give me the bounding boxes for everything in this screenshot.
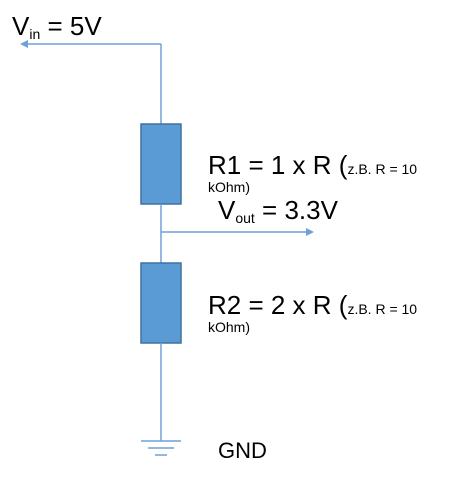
r2-unit: kOhm) xyxy=(208,319,250,335)
r1-main: R1 = 1 x R ( xyxy=(208,150,348,180)
r2-main: R2 = 2 x R ( xyxy=(208,290,348,320)
vin-subscript: in xyxy=(29,26,41,42)
gnd-label: GND xyxy=(218,438,267,463)
resistor-r1 xyxy=(140,123,182,205)
r1-example: z.B. R = 10 xyxy=(347,161,418,177)
resistor-r2 xyxy=(140,262,182,344)
vout-subscript: out xyxy=(235,210,255,226)
r2-example: z.B. R = 10 xyxy=(347,301,418,317)
vin-symbol: V xyxy=(12,11,30,41)
r1-unit: kOhm) xyxy=(208,179,250,195)
ground-symbol xyxy=(141,440,181,456)
vout-value: = 3.3V xyxy=(254,195,338,225)
r1-label: R1 = 1 x R (z.B. R = 10 xyxy=(208,152,417,178)
vin-value: = 5V xyxy=(40,11,102,41)
r2-label: R2 = 2 x R (z.B. R = 10 xyxy=(208,292,417,318)
vout-label: Vout = 3.3V xyxy=(218,195,338,226)
vout-symbol: V xyxy=(218,195,236,225)
vin-label: Vin = 5V xyxy=(12,11,102,42)
